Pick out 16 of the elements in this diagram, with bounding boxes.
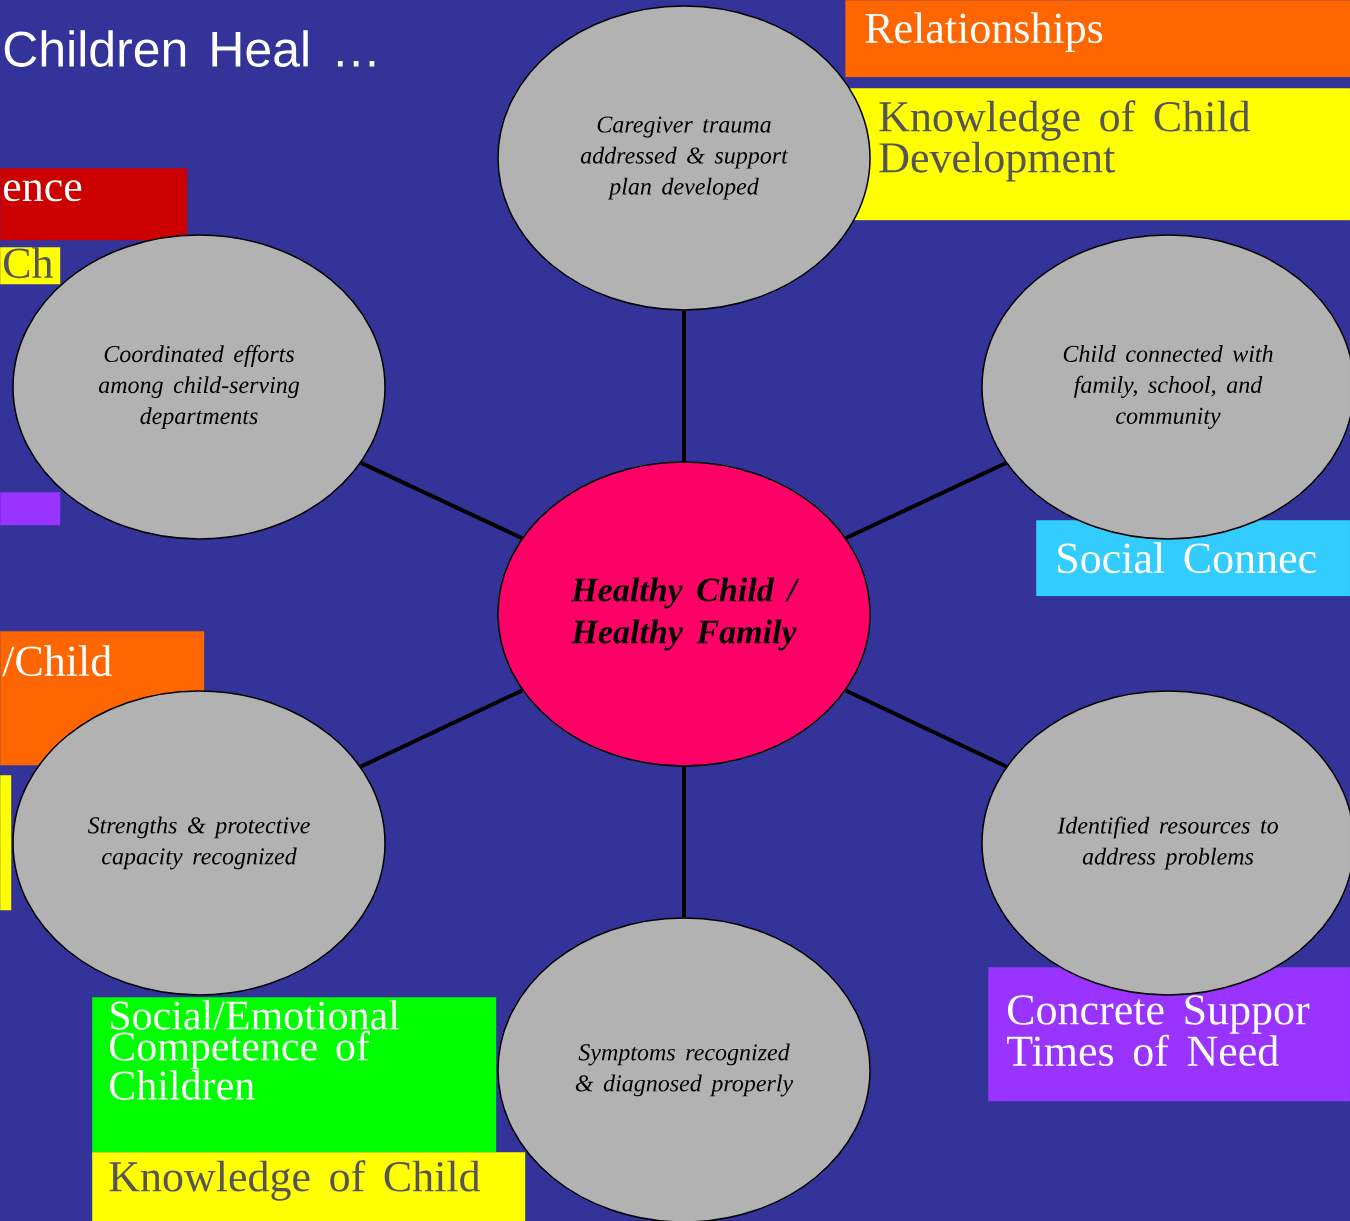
label-box: Concrete Suppor Times of Need [988,967,1350,1102]
label-box: Social/Emotional Competence of Children [92,997,497,1153]
connector [359,688,524,769]
connector [845,461,1007,540]
connector [682,310,686,462]
label-box: Relationships [845,0,1350,78]
connector [360,461,523,540]
connector [682,766,686,918]
label-box: Ch [0,247,61,285]
label-box: Knowledge of Child Development [850,88,1350,221]
title: Children Heal … [4,30,375,67]
label-box: Knowledge of Child [92,1152,526,1221]
label-box [0,492,61,526]
label-box [0,775,12,911]
connector [844,688,1008,769]
label-box: ence [0,168,188,241]
